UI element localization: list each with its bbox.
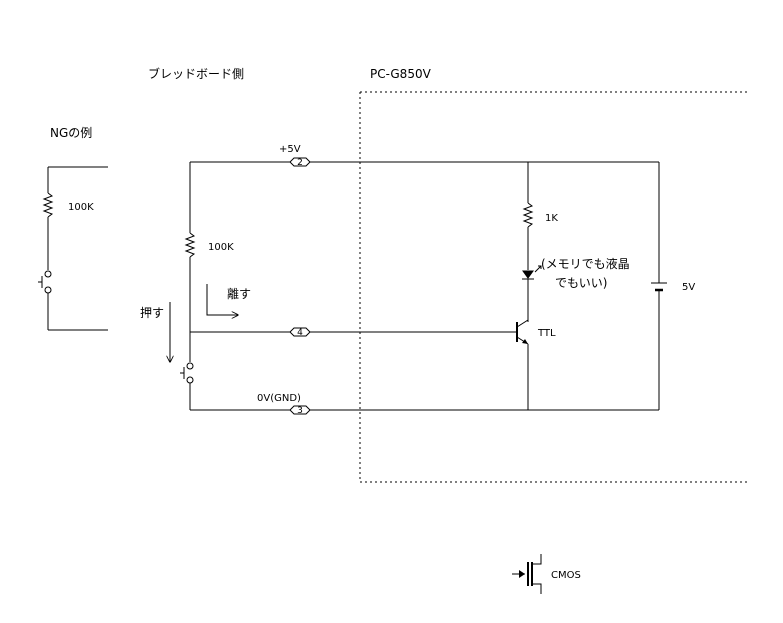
- supply-label: 5V: [682, 282, 695, 293]
- cmos-symbol: [512, 554, 542, 594]
- transistor-label: TTL: [537, 328, 556, 339]
- release-label: 離す: [227, 287, 251, 301]
- led-resistor-value: 1K: [545, 213, 558, 224]
- release-arrow: [206, 284, 238, 315]
- breadboard-side-label: ブレッドボード側: [148, 66, 244, 81]
- pin-signal: 4: [289, 327, 311, 338]
- ng-example-label: NGの例: [50, 126, 92, 140]
- ng-resistor-value: 100K: [68, 202, 94, 213]
- led-note-line1: (メモリでも液晶: [541, 256, 630, 271]
- pin-ground: 3: [289, 405, 311, 416]
- pin-vcc-number: 2: [297, 158, 303, 168]
- ttl-transistor: [516, 319, 529, 345]
- pullup-resistor-value: 100K: [208, 242, 234, 253]
- gnd-label: 0V(GND): [257, 393, 301, 404]
- switch-contact-bottom: [186, 376, 194, 384]
- switch-contact-top: [186, 362, 194, 370]
- vcc-label: +5V: [279, 144, 301, 155]
- led-resistor: [522, 202, 534, 228]
- led-symbol: [522, 265, 542, 280]
- pin-ground-number: 3: [297, 406, 303, 416]
- press-label: 押す: [140, 306, 164, 320]
- ng-resistor: [42, 192, 54, 218]
- ng-example-circuit: [38, 166, 108, 331]
- pullup-resistor: [184, 232, 196, 258]
- pin-signal-number: 4: [297, 328, 303, 338]
- pc-model-label: PC-G850V: [370, 67, 432, 81]
- pin-vcc: 2: [289, 157, 311, 168]
- pc-boundary-box: [359, 92, 750, 483]
- cmos-label: CMOS: [551, 570, 581, 581]
- led-note-line2: でもいい): [555, 276, 607, 290]
